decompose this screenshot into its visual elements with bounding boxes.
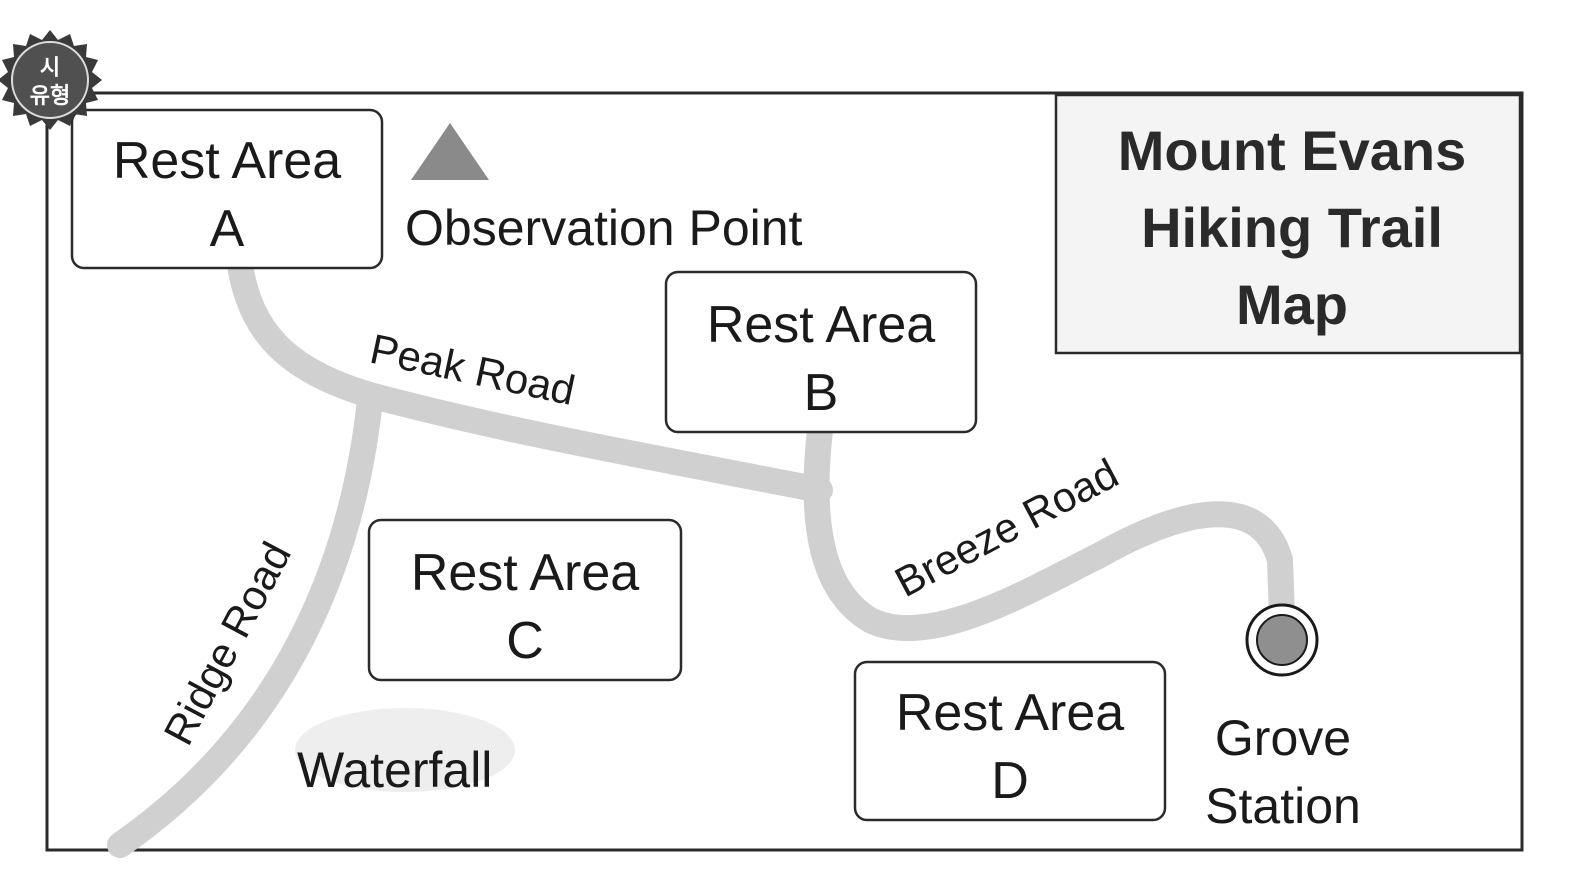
map-title-box xyxy=(1054,93,1522,355)
breeze-road xyxy=(803,417,1295,642)
grove-station-line2: Station xyxy=(1205,778,1361,834)
peak-road xyxy=(227,252,833,503)
station-circle-icon xyxy=(1245,603,1319,677)
breeze-road-label: Breeze Road xyxy=(887,449,1126,606)
ridge-road-label: Ridge Road xyxy=(154,534,300,752)
map-frame xyxy=(45,91,1524,852)
rest-area-b-line1: Rest Area xyxy=(707,296,935,354)
ridge-road xyxy=(107,387,383,858)
rest-area-a-line1: Rest Area xyxy=(113,132,341,190)
rest-area-b-box xyxy=(664,270,978,434)
waterfall-area xyxy=(295,708,515,792)
rest-area-c-line1: Rest Area xyxy=(411,544,639,602)
rest-area-d-line2: D xyxy=(991,752,1029,810)
waterfall-label: Waterfall xyxy=(297,742,492,798)
map-title-line2: Hiking Trail xyxy=(1141,196,1443,259)
rest-area-d-line1: Rest Area xyxy=(896,684,1124,742)
seal-stamp: 시 유형 xyxy=(0,30,102,130)
triangle-icon xyxy=(411,123,489,180)
grove-station-line1: Grove xyxy=(1215,710,1351,766)
rest-area-c-line2: C xyxy=(506,612,544,670)
rest-area-a-line2: A xyxy=(210,200,245,258)
observation-point-label: Observation Point xyxy=(405,200,803,256)
rest-area-d-box xyxy=(853,660,1167,822)
seal-line1: 시 xyxy=(40,55,60,80)
rest-area-a-box xyxy=(70,108,384,270)
map-title-line3: Map xyxy=(1236,273,1348,336)
map-title-line1: Mount Evans xyxy=(1118,119,1466,182)
seal-line2: 유형 xyxy=(30,83,70,108)
rest-area-c-box xyxy=(367,518,683,682)
rest-area-b-line2: B xyxy=(804,364,839,422)
